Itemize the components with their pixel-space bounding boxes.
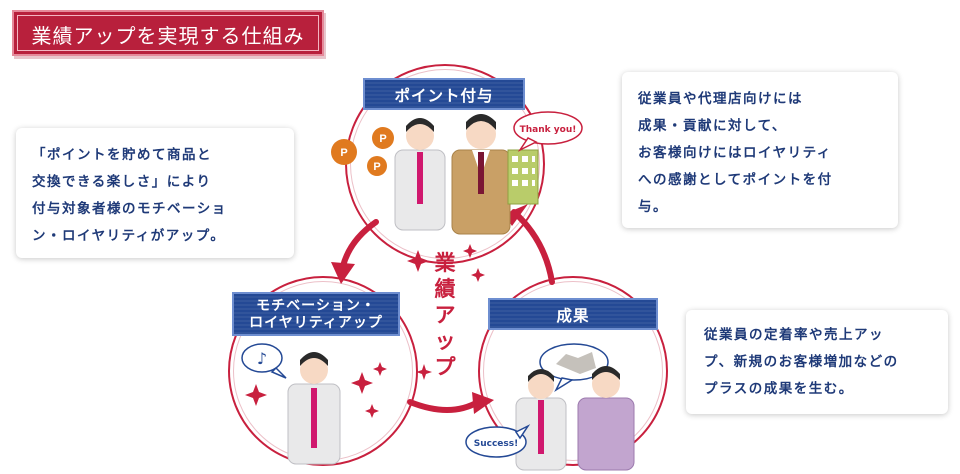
center-label-char: ア [434, 303, 456, 327]
thank-you-bubble-icon [513, 111, 583, 152]
cycle-arrows [340, 209, 555, 413]
note-left: 「ポイントを貯めて商品と 交換できる楽しさ」により 付与対象者様のモチベーショ … [16, 128, 294, 258]
banner-point-label: ポイント付与 [394, 87, 494, 105]
success-person-icon [515, 369, 567, 471]
banner-motivation-line1: モチベーション・ [256, 298, 376, 314]
center-label-char: 績 [434, 277, 456, 301]
thank-you-label: Thank you! [520, 125, 577, 135]
note-bottom-right: 従業員の定着率や売上アッ プ、新規のお客様増加などの プラスの成果を生む。 [686, 310, 948, 414]
banner-motivation-line2: ロイヤリティアップ [249, 315, 383, 331]
success-label: Success! [474, 439, 518, 449]
sparkle-icon [407, 250, 429, 272]
arrowhead-2 [472, 392, 494, 414]
banner-result: 成果 [488, 298, 658, 330]
center-label-char: ッ [434, 329, 456, 353]
building-icon [507, 149, 539, 205]
arrow-point-to-motivation [340, 219, 379, 269]
music-note-icon: ♪ [257, 349, 267, 368]
page-title: 業績アップを実現する仕組み [31, 24, 305, 48]
happy-person-icon [287, 352, 341, 465]
sparkle-group-motivation [245, 362, 387, 418]
banner-result-label: 成果 [556, 307, 590, 325]
banner-point: ポイント付与 [363, 78, 525, 110]
employee-person-icon [394, 118, 446, 231]
title-badge: 業績アップを実現する仕組み [12, 10, 324, 56]
arrowhead-1 [331, 262, 355, 284]
arrow-result-to-point [511, 209, 555, 285]
center-label-business-growth: 業 績 ア ッ プ [427, 250, 463, 380]
note-top-right: 従業員や代理店向けには 成果・貢献に対して、 お客様向けにはロイヤリティ への感… [622, 72, 898, 228]
center-label-char: プ [434, 355, 456, 379]
success-bubble-icon [465, 424, 531, 458]
center-label-char: 業 [434, 251, 456, 275]
sparkle-icon [471, 268, 485, 282]
handshake-bubble-icon [539, 343, 609, 393]
coin-letter: P [379, 133, 386, 145]
coin-letter: P [373, 161, 380, 173]
coin-icon-group [331, 127, 394, 176]
sparkle-group-center [407, 244, 485, 380]
sparkle-icon [463, 244, 477, 258]
music-bubble-icon [241, 343, 287, 379]
title-badge-border [17, 15, 319, 51]
partner-person-icon [577, 366, 635, 471]
sparkle-icon [416, 364, 432, 380]
coin-letter: P [340, 147, 347, 159]
manager-person-icon [451, 114, 511, 235]
arrow-motivation-to-result [407, 399, 481, 413]
banner-motivation: モチベーション・ ロイヤリティアップ [232, 292, 400, 336]
